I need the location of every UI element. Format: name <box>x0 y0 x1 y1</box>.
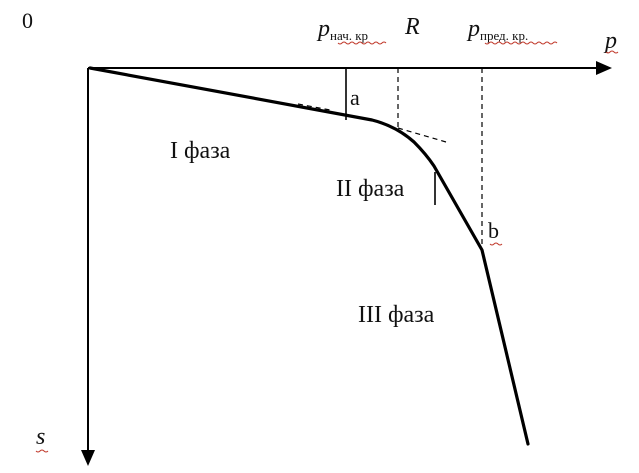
phase2-label: II фаза <box>336 176 405 202</box>
point-b-squiggle <box>489 242 503 246</box>
s-axis-label: s <box>36 424 45 450</box>
phase1-label: I фаза <box>170 138 231 164</box>
marker-p-limit: pпред. кр. <box>466 16 528 43</box>
phase1-tangent-extension <box>297 103 331 111</box>
p-axis-label-squiggle <box>605 50 619 54</box>
phase3-label: III фаза <box>358 302 435 328</box>
s-axis-label-squiggle <box>35 449 49 453</box>
origin-label: 0 <box>22 8 33 33</box>
marker-p-limit-subscript: пред. кр. <box>480 28 528 43</box>
p-axis-arrowhead <box>596 61 612 75</box>
marker-p-start-squiggle <box>337 41 387 45</box>
p-axis-label: p <box>603 28 617 54</box>
marker-r: R <box>404 14 420 40</box>
settlement-curve <box>88 66 530 446</box>
point-a-label: a <box>350 85 360 110</box>
marker-p-start: pнач. кр <box>316 16 368 43</box>
s-axis-arrowhead <box>81 450 95 466</box>
point-b-label: b <box>488 218 499 243</box>
marker-p-limit-symbol: p <box>466 16 480 42</box>
marker-p-start-symbol: p <box>316 16 330 42</box>
marker-p-limit-squiggle <box>484 41 558 45</box>
marker-p-start-subscript: нач. кр <box>330 28 368 43</box>
